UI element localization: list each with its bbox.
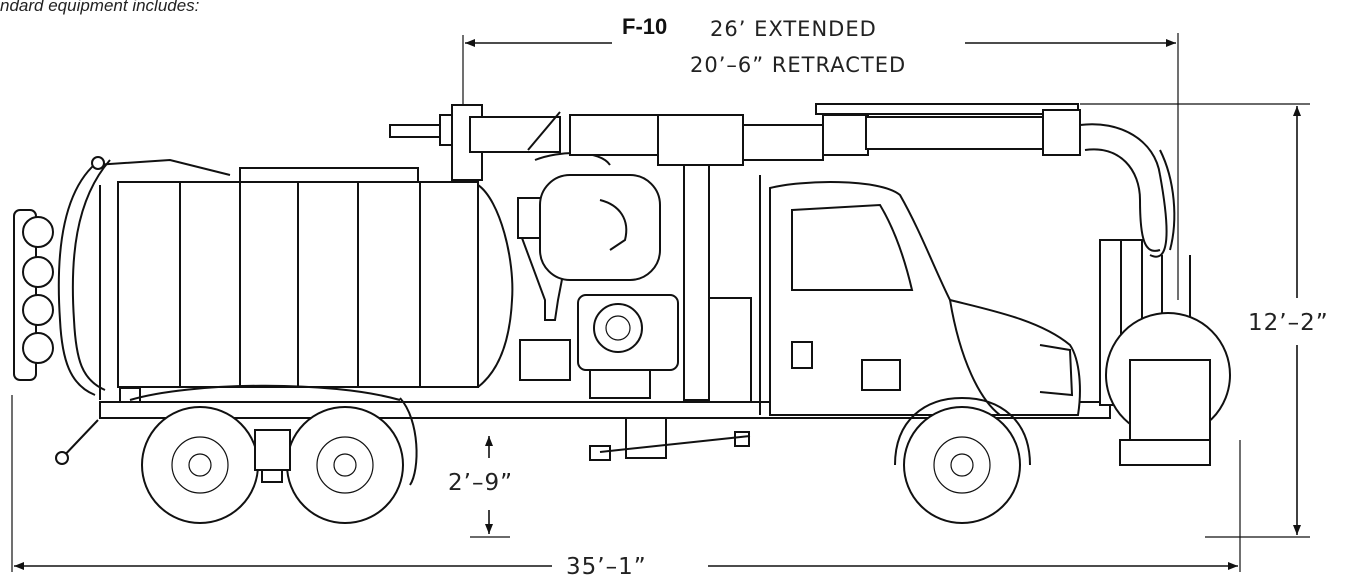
boom-assembly: [389, 103, 1176, 258]
boom-retracted-dimension: 20’–6” RETRACTED: [690, 53, 906, 77]
ground-clearance-dimension: 2’–9”: [448, 470, 513, 496]
overall-height-dimension: 12’–2”: [1248, 310, 1329, 336]
debris-tank: [117, 167, 514, 409]
rear-door: [13, 156, 231, 465]
caption-text: ndard equipment includes:: [0, 0, 200, 15]
truck-line-art: [13, 103, 1231, 524]
vacuum-hose: [1099, 239, 1231, 466]
boom-extended-dimension: 26’ EXTENDED: [710, 17, 877, 41]
dimension-lines: [11, 33, 1310, 572]
wheels: [141, 396, 1031, 524]
model-label: F-10: [622, 14, 667, 39]
pump-assembly: [517, 152, 752, 461]
overall-length-dimension: 35’–1”: [566, 554, 647, 578]
cab: [759, 175, 1081, 416]
